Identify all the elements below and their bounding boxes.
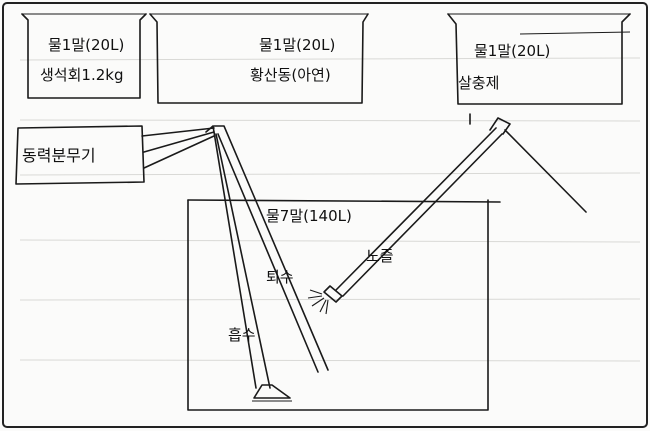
return-pipe xyxy=(213,125,329,373)
power-sprayer-label: 동력분무기 xyxy=(22,146,96,165)
bucket1-volume-label: 물1말(20L) xyxy=(48,36,124,54)
mixing-tank xyxy=(187,199,501,411)
bucket3-volume-label: 물1말(20L) xyxy=(474,42,550,60)
bucket-quicklime xyxy=(21,13,147,99)
bucket2-additive-label: 황산동(아연) xyxy=(250,66,331,84)
bucket-copper-sulfate xyxy=(149,13,369,104)
bucket-insecticide xyxy=(447,13,631,105)
bucket2-volume-label: 물1말(20L) xyxy=(259,36,335,54)
bucket3-additive-label: 살충제 xyxy=(458,74,499,92)
scan-texture xyxy=(19,57,641,362)
suction-label: 흡수 xyxy=(228,326,256,344)
spray-burst xyxy=(307,285,343,315)
nozzle-label: 노즐 xyxy=(366,247,394,265)
suction-pipe xyxy=(205,125,292,402)
nozzle-wand xyxy=(335,113,587,297)
sprayer-hoses xyxy=(141,127,215,169)
return-label: 퇴수 xyxy=(266,268,294,286)
power-sprayer-box xyxy=(15,125,145,185)
tank-volume-label: 물7말(140L) xyxy=(266,207,352,225)
bucket1-additive-label: 생석회1.2kg xyxy=(40,66,123,84)
